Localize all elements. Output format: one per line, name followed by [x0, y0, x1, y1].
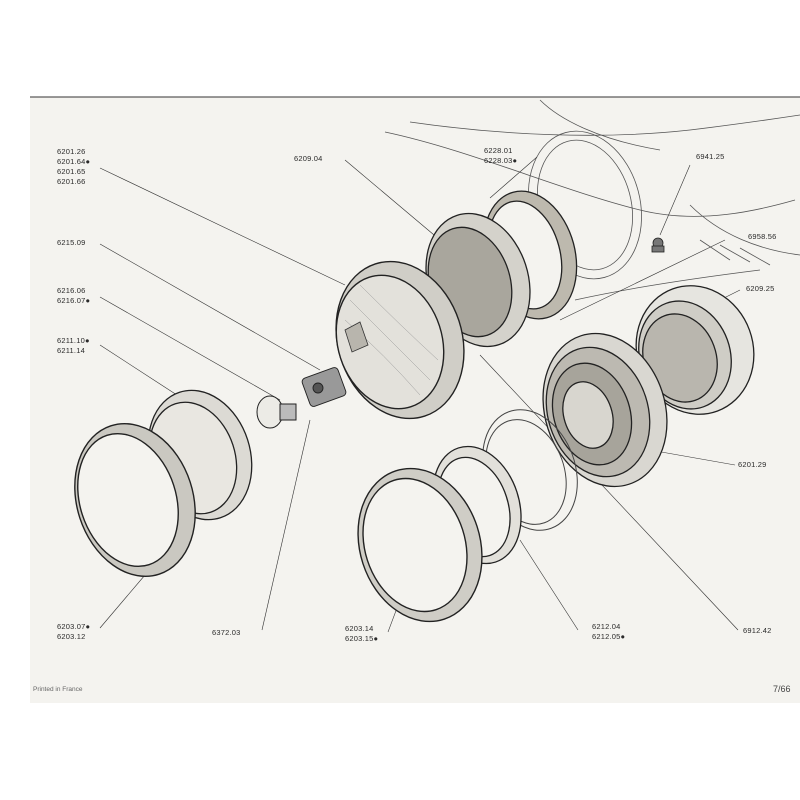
callout-6372-03: 6372.03: [212, 628, 241, 638]
part-label: 6941.25: [696, 152, 725, 161]
callout-6228-01: 6228.01 6228.03●: [484, 146, 517, 166]
part-label: 6201.64●: [57, 157, 91, 166]
part-label: 6203.07●: [57, 622, 91, 631]
mid-reflector-ring: [542, 332, 668, 488]
callout-6941-25: 6941.25: [696, 152, 725, 162]
callout-6209-25: 6209.25: [746, 284, 775, 294]
part-label: 6228.03●: [484, 156, 518, 165]
front-chrome-rim: [357, 467, 483, 623]
callout-6211-10: 6211.10● 6211.14: [57, 336, 90, 356]
part-label: 6212.04: [592, 622, 621, 631]
part-label: 6228.01: [484, 146, 513, 155]
callout-6215-09: 6215.09: [57, 238, 86, 248]
part-label: 6201.65: [57, 167, 86, 176]
leader-lines: [99, 156, 741, 633]
callout-6216-06: 6216.06 6216.07●: [57, 286, 90, 306]
part-label: 6912.42: [743, 626, 772, 635]
left-chrome-rim: [74, 422, 196, 578]
page-number: 7/66: [773, 684, 791, 694]
part-label: 6215.09: [57, 238, 86, 247]
part-label: 6201.26: [57, 147, 86, 156]
part-label: 6209.04: [294, 154, 323, 163]
callout-6958-56: 6958.56: [748, 232, 777, 242]
callout-6209-04: 6209.04: [294, 154, 323, 164]
part-label: 6216.06: [57, 286, 86, 295]
callout-6203-07: 6203.07● 6203.12: [57, 622, 90, 642]
part-label: 6212.05●: [592, 632, 626, 641]
part-label: 6203.14: [345, 624, 374, 633]
part-label: 6209.25: [746, 284, 775, 293]
callout-6212-04: 6212.04 6212.05●: [592, 622, 625, 642]
part-label: 6201.66: [57, 177, 86, 186]
callout-6201-29: 6201.29: [738, 460, 767, 470]
bulb: [256, 395, 297, 429]
part-label: 6203.15●: [345, 634, 379, 643]
rear-lamp-body: [635, 285, 755, 415]
part-label: 6211.10●: [57, 336, 90, 345]
part-label: 6958.56: [748, 232, 777, 241]
callout-6912-42: 6912.42: [743, 626, 772, 636]
center-lens-unit: [335, 260, 465, 420]
part-label: 6372.03: [212, 628, 241, 637]
part-label: 6216.07●: [57, 296, 91, 305]
part-label: 6201.29: [738, 460, 767, 469]
screw-part: [651, 237, 665, 253]
callout-6203-14: 6203.14 6203.15●: [345, 624, 378, 644]
callout-6201-26: 6201.26 6201.64● 6201.65 6201.66: [57, 147, 90, 187]
part-label: 6203.12: [57, 632, 86, 641]
part-label: 6211.14: [57, 346, 85, 355]
bulb-holder: [301, 367, 347, 407]
printed-in-france: Printed in France: [33, 686, 83, 693]
